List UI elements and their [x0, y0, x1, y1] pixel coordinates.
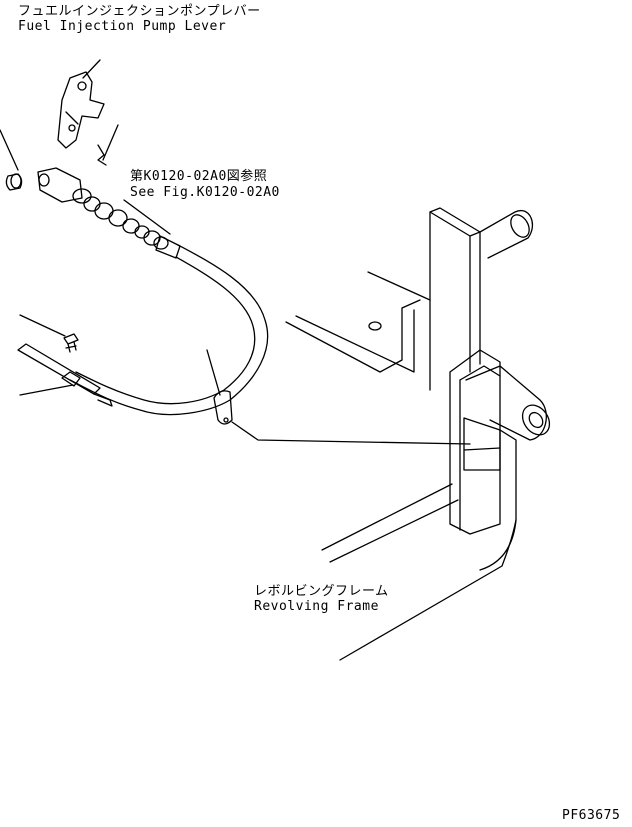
control-cable [69, 244, 269, 416]
leader-left-top [0, 129, 19, 171]
cable-clamp [213, 390, 233, 425]
mount-bracket [17, 333, 113, 407]
leader-spring [102, 124, 119, 161]
see-fig-label-jp: 第K0120-02A0図参照 [130, 169, 268, 184]
pump-lever [57, 71, 107, 166]
fuel-lever-label-en: Fuel Injection Pump Lever [18, 19, 227, 34]
revolving-frame [285, 207, 551, 661]
bolt-head [63, 333, 79, 345]
drawing-id: PF63675 [562, 808, 621, 823]
leader-clamp [206, 349, 221, 396]
leader-fuel-lever [82, 59, 101, 79]
leader-bolt [19, 314, 66, 337]
cable-bellows [72, 188, 181, 259]
fuel-lever-label-jp: フュエルインジェクションポンプレバー [18, 4, 261, 19]
revolving-frame-label-jp: レボルビングフレーム [254, 584, 389, 599]
see-fig-label-en: See Fig.K0120-02A0 [130, 185, 280, 200]
revolving-frame-label-en: Revolving Frame [254, 599, 379, 614]
leader-bracket [19, 384, 74, 396]
leader-clamp-to-frame [231, 421, 471, 445]
leader-lines [0, 59, 471, 445]
leader-see-fig [123, 199, 171, 235]
cable-yoke [5, 167, 83, 203]
